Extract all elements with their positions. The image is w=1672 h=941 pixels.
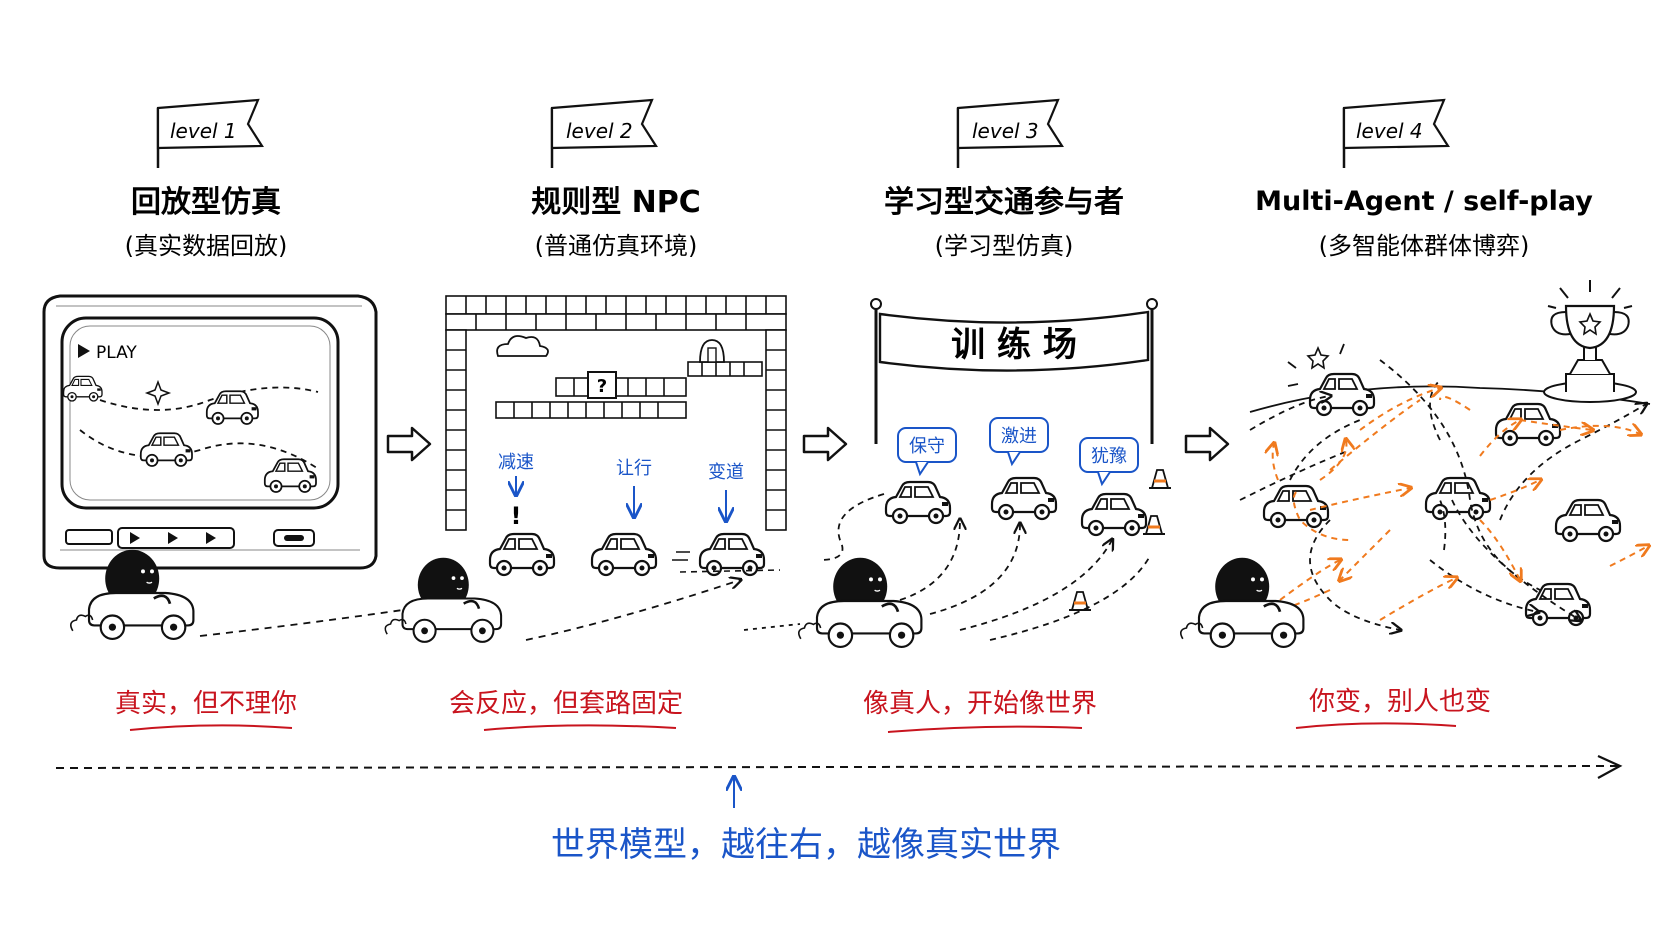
slogan-underline — [483, 724, 677, 731]
star-icon — [144, 379, 172, 407]
svg-text:!: ! — [511, 502, 522, 530]
speech-bubble-icon — [989, 417, 1049, 467]
right-arrow-icon — [1184, 426, 1230, 462]
game-level-scene: ? 减速 ! 让行 变道 — [445, 295, 787, 577]
tv-screen — [60, 316, 340, 510]
right-arrow-icon — [386, 426, 432, 462]
right-arrow-icon — [802, 426, 848, 462]
car-icon — [488, 532, 556, 577]
level-1-title: 回放型仿真 — [131, 185, 281, 220]
car-icon — [1080, 492, 1148, 537]
car-icon — [884, 480, 952, 525]
tv-icon: PLAY — [42, 294, 378, 570]
star-icon — [1578, 311, 1602, 336]
level-4-flag-label: level 4 — [1356, 119, 1423, 143]
level-4-subtitle: (多智能体群体博弈) — [1319, 232, 1530, 260]
slogan-underline — [887, 725, 1083, 733]
play-icon — [78, 344, 90, 358]
action-label-slow-down: 减速 — [498, 452, 534, 473]
action-label-yield: 让行 — [616, 458, 652, 479]
slogan-underline — [1295, 722, 1457, 729]
bubble-label-aggressive: 激进 — [1001, 426, 1037, 447]
training-ground-scene: 训 练 场 保守 激进 犹豫 — [743, 298, 1173, 641]
driver-icon — [797, 556, 923, 649]
tree-icon — [699, 339, 725, 363]
svg-text:?: ? — [597, 376, 607, 397]
level-3-slogan: 像真人，开始像世界 — [863, 689, 1097, 719]
world-model-caption: 世界模型，越往右，越像真实世界 — [551, 825, 1061, 865]
question-block-icon: ? — [587, 371, 617, 399]
level-3-flag-label: level 3 — [972, 119, 1039, 143]
car-icon — [590, 532, 658, 577]
level-1-flag: level 1 — [156, 98, 264, 168]
level-4-title: Multi-Agent / self-play — [1255, 186, 1593, 217]
level-3-title: 学习型交通参与者 — [884, 185, 1124, 220]
level-1-slogan: 真实，但不理你 — [115, 689, 297, 719]
bubble-label-hesitant: 犹豫 — [1091, 446, 1127, 467]
right-arrow-icon — [1597, 754, 1623, 779]
bubble-label-conservative: 保守 — [909, 436, 945, 457]
flag-icon — [550, 98, 658, 150]
tv-controls — [65, 527, 315, 549]
action-label-lane-change: 变道 — [708, 462, 744, 483]
slogan-underline — [129, 724, 293, 731]
level-2-slogan: 会反应，但套路固定 — [449, 689, 683, 719]
level-3-subtitle: (学习型仿真) — [935, 232, 1074, 260]
driver-icon — [384, 556, 503, 644]
flag-icon — [956, 98, 1064, 150]
level-3-flag: level 3 — [956, 98, 1064, 168]
car-icon — [1554, 498, 1622, 543]
tv-play-label: PLAY — [96, 343, 137, 363]
car-icon — [1494, 402, 1562, 447]
speech-bubble-icon — [1079, 437, 1139, 487]
multi-agent-scene — [1239, 280, 1650, 630]
trophy-icon — [1543, 280, 1637, 403]
flag-icon — [156, 98, 264, 150]
level-2-flag-label: level 2 — [566, 119, 633, 143]
car-icon — [1308, 372, 1376, 417]
level-4-flag: level 4 — [1342, 98, 1450, 168]
level-1-flag-label: level 1 — [170, 119, 237, 143]
car-icon — [698, 532, 766, 577]
car-icon — [990, 476, 1058, 521]
progress-timeline — [55, 765, 1621, 769]
cone-icon — [1147, 468, 1173, 490]
driver-icon — [1179, 556, 1305, 649]
speech-bubble-icon — [897, 427, 957, 477]
banner-icon — [878, 310, 1150, 372]
level-2-flag: level 2 — [550, 98, 658, 168]
star-icon — [1306, 345, 1330, 370]
level-4-slogan: 你变，别人也变 — [1309, 687, 1491, 717]
cloud-icon — [496, 335, 549, 357]
training-banner-text: 训 练 场 — [951, 325, 1077, 365]
flag-icon — [1342, 98, 1450, 150]
level-2-subtitle: (普通仿真环境) — [535, 232, 698, 260]
level-1-subtitle: (真实数据回放) — [125, 232, 288, 260]
level-2-title: 规则型 NPC — [531, 185, 701, 220]
